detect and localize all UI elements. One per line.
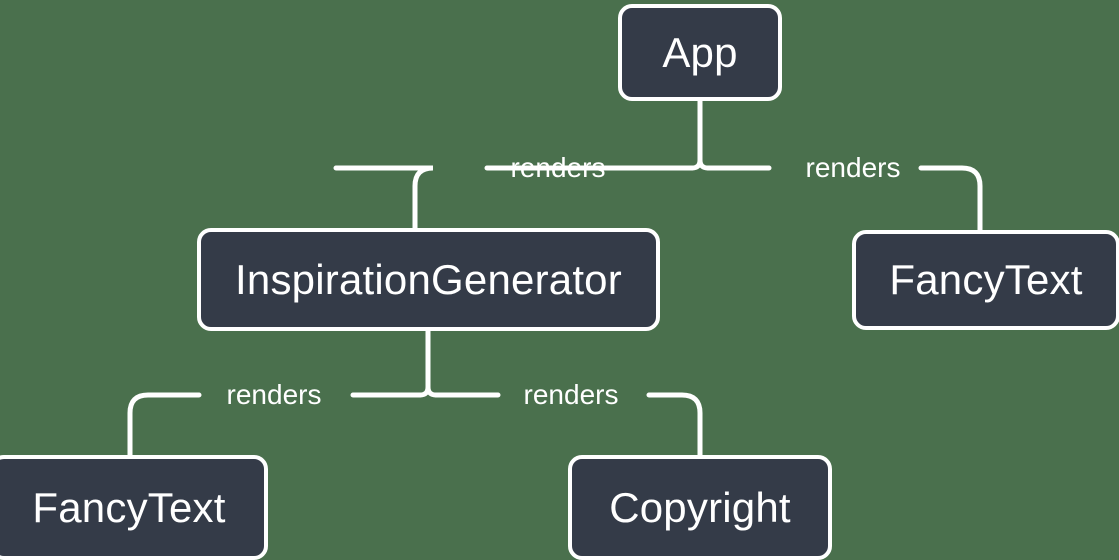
edge-inspgen-copyright-h2 (646, 392, 703, 458)
edge-label-inspgen-fancytext-left: renders (226, 379, 322, 410)
node-app[interactable]: App (618, 4, 782, 101)
edge-inspgen-fancyleft-h2 (127, 392, 202, 458)
edge-app-inspgen-h2 (333, 165, 434, 231)
edge-label-inspgen-copyright: renders (523, 379, 619, 410)
node-fancytext-left[interactable]: FancyText (0, 455, 268, 560)
node-copyright[interactable]: Copyright (568, 455, 832, 560)
node-inspiration-generator[interactable]: InspirationGenerator (197, 228, 660, 331)
edge-label-app-inspgen: renders (510, 152, 606, 183)
node-fancytext-right[interactable]: FancyText (852, 230, 1119, 330)
edge-app-fancyright-h2 (918, 165, 983, 233)
edge-label-app-fancytext-right: renders (805, 152, 901, 183)
